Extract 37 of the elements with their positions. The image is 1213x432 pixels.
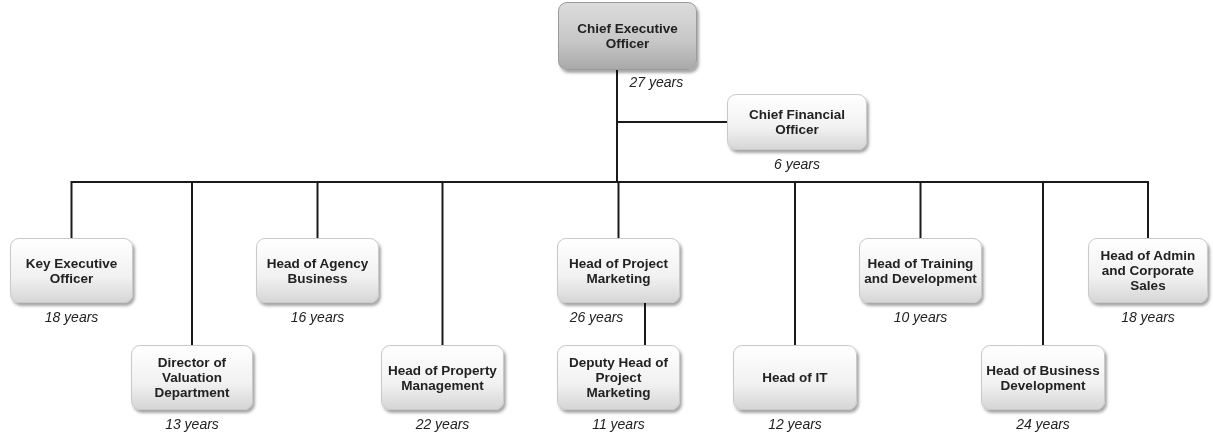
connector-line [644,302,646,346]
role-title: Head of Property Management [387,362,498,393]
role-title: Director of Valuation Department [153,355,231,400]
role-title: Head of Business Development [985,362,1101,393]
role-title: Deputy Head of Project Marketing [568,355,669,400]
tenure-label: 12 years [768,416,822,432]
role-title: Head of Training and Development [863,255,978,286]
role-box [733,345,857,410]
role-box [557,238,680,303]
tenure-label: 26 years [569,309,624,325]
role-title: Head of Project Marketing [568,255,669,286]
tenure-label: 6 years [774,156,820,172]
role-box [981,345,1105,410]
tenure-label: 16 years [290,309,345,325]
role-box [10,238,133,303]
role-title: Head of Admin and Corporate Sales [1099,248,1197,293]
role-box [557,345,680,410]
tenure-label: 13 years [165,416,219,432]
tenure-label: 22 years [415,416,470,432]
executive-box [558,2,697,70]
role-title: Head of IT [761,370,829,385]
role-title: Chief Financial Officer [748,107,846,137]
tenure-label: 18 years [44,309,99,325]
tenure-label: 24 years [1016,416,1070,432]
role-box [727,94,867,150]
role-title: Key Executive Officer [24,255,119,286]
role-box [859,238,982,303]
tenure-label: 18 years [1121,309,1175,325]
role-box [1088,238,1208,303]
role-title: Head of Agency Business [265,255,370,286]
tenure-label: 10 years [893,309,948,325]
role-title: Chief Executive Officer [576,21,679,51]
role-box [131,345,253,410]
tenure-label: 27 years [629,74,684,90]
role-box [256,238,379,303]
role-box [381,345,504,410]
tenure-label: 11 years [592,416,645,432]
